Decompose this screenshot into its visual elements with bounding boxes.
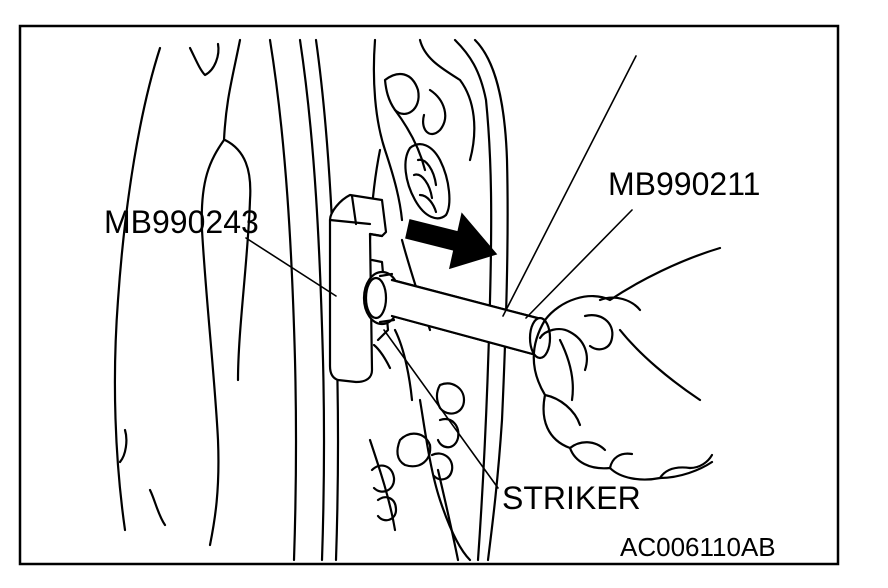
tool-mb990211 — [390, 278, 552, 360]
figure-frame — [18, 24, 840, 566]
label-mb990211: MB990211 — [608, 166, 761, 202]
tool-mb990243 — [328, 193, 392, 384]
body-pillar — [113, 38, 252, 547]
label-mb990243: MB990243 — [104, 204, 259, 240]
figure-code: AC006110AB — [620, 532, 776, 562]
label-striker: STRIKER — [502, 480, 641, 516]
leader-lines — [245, 55, 637, 489]
arrow-right-icon — [405, 212, 498, 270]
striker — [404, 143, 451, 220]
hand — [532, 246, 722, 481]
tool-collar — [362, 270, 402, 326]
